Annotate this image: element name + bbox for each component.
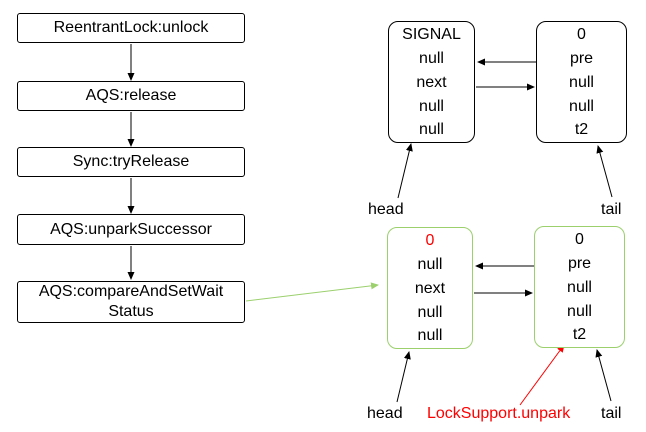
node-field: pre [567, 255, 592, 272]
node-field-waitstatus: 0 [425, 232, 435, 249]
top-tail-node: 0 pre null null t2 [536, 21, 627, 143]
step-aqs-release: AQS:release [17, 81, 245, 111]
bottom-head-label: head [367, 405, 403, 422]
step-aqs-unparksuccessor: AQS:unparkSuccessor [17, 214, 245, 245]
top-head-pointer [397, 143, 413, 199]
cas-arrow [245, 282, 379, 302]
top-tail-pointer [596, 145, 613, 198]
step-reentrantlock-unlock: ReentrantLock:unlock [17, 13, 245, 43]
node-field: t2 [574, 121, 589, 138]
step-aqs-compareandsetwaitstatus: AQS:compareAndSetWait Status [17, 281, 245, 323]
step-label: Sync:tryRelease [72, 153, 190, 170]
bottom-tail-label: tail [601, 405, 622, 422]
node-field: null [417, 304, 443, 321]
node-field: next [416, 74, 447, 91]
top-head-node: SIGNAL null next null null [388, 21, 475, 143]
node-field: null [569, 74, 594, 91]
node-field: pre [569, 50, 594, 67]
node-field: null [567, 303, 592, 320]
bottom-head-node: 0 null next null null [387, 227, 473, 349]
node-field: null [419, 98, 444, 115]
node-field: null [569, 98, 594, 115]
bottom-tail-pointer [595, 349, 612, 402]
step-label: AQS:release [85, 87, 177, 104]
step-label-line1: AQS:compareAndSetWait [38, 283, 224, 300]
step-sync-tryrelease: Sync:tryRelease [17, 147, 245, 177]
bottom-tail-node: 0 pre null null t2 [534, 226, 625, 348]
node-field: next [414, 280, 446, 297]
node-field: null [417, 256, 443, 273]
top-head-label: head [368, 201, 404, 218]
node-field: 0 [577, 26, 586, 43]
node-field: null [417, 327, 443, 344]
unpark-arrow [519, 344, 565, 406]
node-field: null [419, 50, 444, 67]
step-label-line2: Status [108, 303, 154, 320]
step-label: ReentrantLock:unlock [53, 19, 209, 36]
node-field: SIGNAL [402, 26, 461, 43]
step-label: AQS:unparkSuccessor [50, 220, 212, 238]
node-field: null [567, 279, 592, 296]
unpark-label: LockSupport.unpark [427, 405, 571, 422]
top-tail-label: tail [601, 201, 622, 218]
node-field: t2 [572, 326, 587, 343]
node-field: 0 [575, 231, 584, 248]
bottom-head-pointer [396, 351, 411, 403]
node-field: null [419, 121, 444, 138]
